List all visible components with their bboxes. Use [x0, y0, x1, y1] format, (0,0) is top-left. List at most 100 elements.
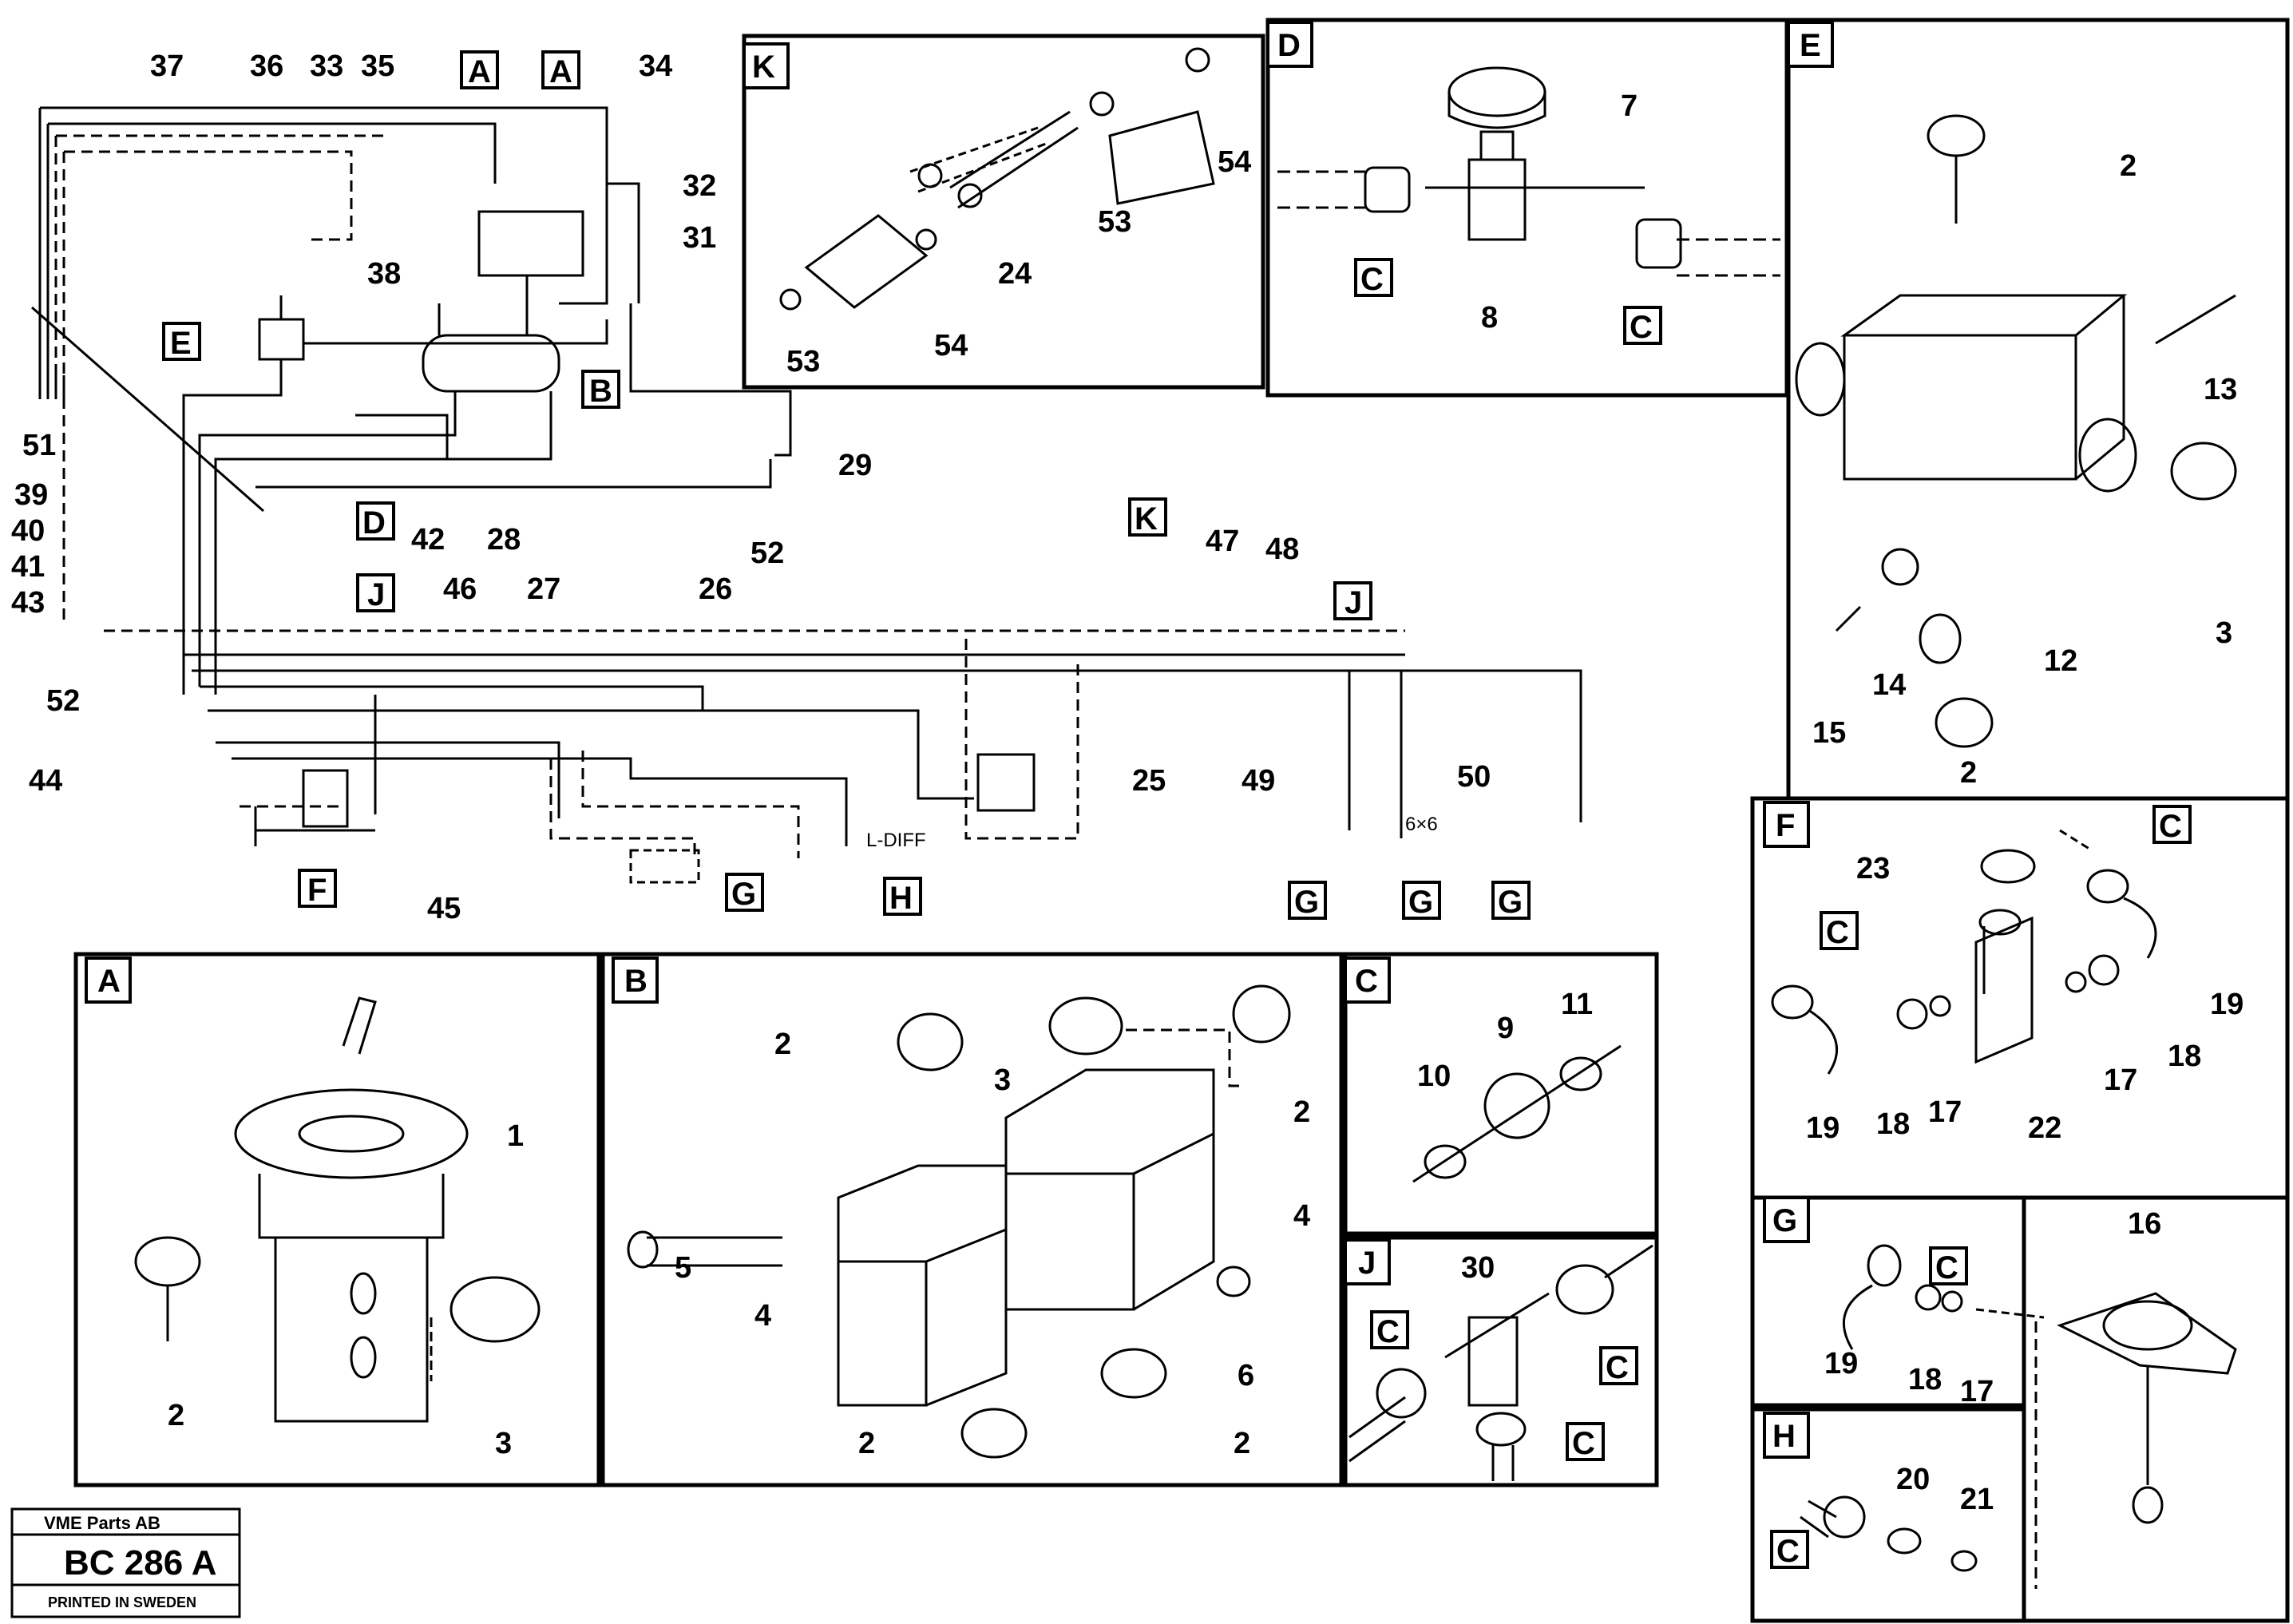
E-callout-13: 13	[2204, 373, 2237, 406]
callout-51: 51	[22, 429, 56, 462]
C-callout-9: 9	[1497, 1012, 1514, 1045]
box-H: H	[889, 881, 913, 916]
panel-A-letter: A	[97, 964, 121, 999]
C-callout-10: 10	[1417, 1060, 1451, 1093]
l-diff-label: L-DIFF	[866, 830, 926, 851]
box-G-2: G	[1294, 885, 1319, 920]
F-callout-23: 23	[1856, 852, 1890, 885]
D-callout-8: 8	[1481, 301, 1498, 335]
main-schematic-letter-boxes: A A E B D J K J F G H G G G	[162, 50, 1531, 920]
panel-D-letter: D	[1277, 28, 1301, 63]
panel-F-letter: F	[1776, 808, 1795, 843]
callout-46: 46	[443, 572, 477, 606]
J-box-C-3: C	[1572, 1426, 1595, 1461]
panel-E-letter: E	[1800, 28, 1821, 63]
B-callout-2-d: 2	[858, 1427, 875, 1460]
stamp-code: BC 286 A	[64, 1543, 217, 1582]
box-J-2: J	[1345, 585, 1362, 620]
stamp-company: VME Parts AB	[44, 1513, 160, 1533]
F-callout-19-right: 19	[2210, 988, 2243, 1021]
box-J-1: J	[367, 577, 385, 612]
E-callout-2-top: 2	[2120, 149, 2137, 183]
K-callout-24: 24	[998, 257, 1032, 291]
box-A-2: A	[549, 54, 572, 89]
G-box-C: C	[1935, 1250, 1958, 1285]
E-callout-12: 12	[2044, 644, 2077, 678]
H-callout-20: 20	[1896, 1463, 1930, 1496]
panel-B: B 2 3 2 5 4 4 6 2 2	[600, 952, 1344, 1487]
C-callout-11: 11	[1561, 988, 1593, 1021]
callout-27: 27	[527, 572, 560, 606]
panel-H-letter: H	[1772, 1419, 1796, 1454]
G-callout-17: 17	[1960, 1375, 1994, 1408]
box-D: D	[362, 505, 386, 541]
callout-16: 16	[2128, 1207, 2161, 1241]
B-callout-4-left: 4	[754, 1299, 771, 1333]
panel-J: J C C C 30	[1343, 1235, 1659, 1487]
vme-parts-stamp: VME Parts AB BC 286 A PRINTED IN SWEDEN	[10, 1507, 241, 1618]
stamp-printed: PRINTED IN SWEDEN	[48, 1594, 196, 1610]
J-box-C-1: C	[1376, 1314, 1400, 1349]
E-callout-15: 15	[1812, 716, 1846, 750]
B-callout-2-a: 2	[774, 1028, 791, 1061]
H-callout-21: 21	[1960, 1483, 1994, 1516]
G-callout-18: 18	[1908, 1363, 1942, 1396]
D-callout-7: 7	[1621, 89, 1638, 123]
box-G-1: G	[731, 877, 756, 912]
callout-25: 25	[1132, 764, 1166, 798]
E-callout-3: 3	[2216, 616, 2232, 650]
six-by-six-label: 6×6	[1405, 814, 1438, 835]
callout-52-left: 52	[46, 684, 80, 718]
callout-49: 49	[1242, 764, 1275, 798]
panel-K: K 54 53 24 53 54	[742, 34, 1265, 390]
callout-42: 42	[411, 523, 445, 557]
panel-D: D C C 7 8	[1265, 18, 1789, 398]
K-callout-54-top: 54	[1218, 145, 1251, 179]
H-box-C: C	[1776, 1534, 1800, 1569]
callout-37: 37	[150, 50, 184, 83]
callout-29: 29	[838, 449, 872, 482]
K-callout-54-bottom: 54	[934, 329, 968, 362]
F-callout-18-left: 18	[1876, 1107, 1910, 1141]
callout-41: 41	[11, 550, 45, 584]
A-callout-1: 1	[507, 1119, 524, 1153]
callout-52-right: 52	[750, 537, 784, 570]
panel-G: G C 19 18 17	[1750, 1195, 2026, 1408]
A-callout-2: 2	[168, 1399, 184, 1432]
A-callout-3: 3	[495, 1427, 512, 1460]
callout-43: 43	[11, 586, 45, 620]
panel-B-letter: B	[624, 964, 648, 999]
K-callout-53-top: 53	[1098, 205, 1131, 239]
callout-32: 32	[683, 169, 716, 203]
callout-44: 44	[29, 764, 62, 798]
box-F: F	[307, 873, 327, 908]
callout-35: 35	[361, 50, 394, 83]
main-schematic	[31, 106, 1582, 884]
callout-26: 26	[699, 572, 732, 606]
D-box-C-1: C	[1360, 262, 1384, 297]
callout-39: 39	[14, 478, 48, 512]
callout-45: 45	[427, 892, 461, 925]
F-callout-19-left: 19	[1806, 1111, 1840, 1145]
E-callout-2-bottom: 2	[1960, 756, 1977, 790]
callout-48: 48	[1265, 533, 1299, 566]
G-callout-19: 19	[1824, 1347, 1858, 1380]
box-B: B	[589, 374, 612, 409]
panel-K-letter: K	[752, 50, 775, 85]
callout-28: 28	[487, 523, 521, 557]
panel-H: H C 20 21	[1750, 1407, 2026, 1623]
callout-36: 36	[250, 50, 283, 83]
B-callout-4-right: 4	[1293, 1199, 1310, 1233]
callout-33: 33	[310, 50, 343, 83]
panel-F: F C C 23 19 19 18 17 22 17 18	[1750, 796, 2290, 1200]
E-callout-14: 14	[1872, 668, 1906, 702]
F-box-C-2: C	[2159, 809, 2182, 844]
panel-J-letter: J	[1358, 1246, 1376, 1281]
J-callout-30: 30	[1461, 1251, 1495, 1285]
callout-38: 38	[367, 257, 401, 291]
panel-C-letter: C	[1355, 964, 1378, 999]
F-callout-17-right: 17	[2104, 1064, 2137, 1097]
B-callout-2-b: 2	[1293, 1095, 1310, 1129]
K-callout-53-bottom: 53	[786, 345, 820, 378]
